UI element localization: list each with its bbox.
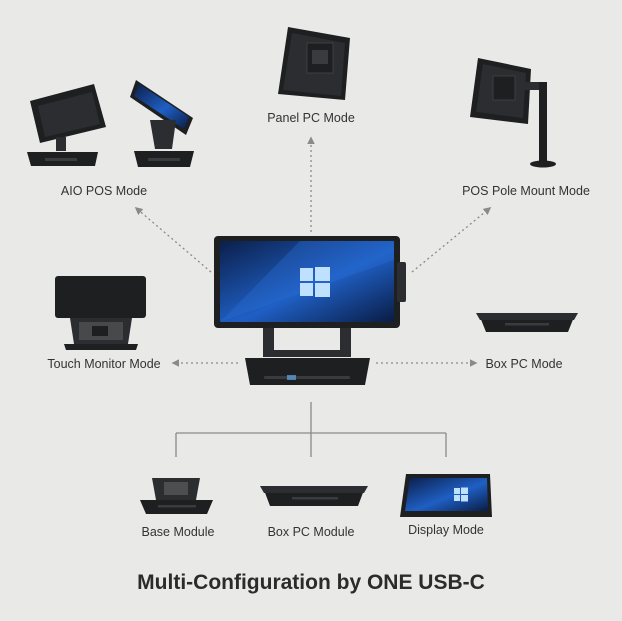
box-pc-module-label: Box PC Module (267, 525, 355, 539)
base-module-label: Base Module (141, 525, 215, 539)
panel-pc-device (278, 27, 350, 100)
display-mode-label: Display Mode (408, 523, 484, 537)
pos-pole-mount-mode-label: POS Pole Mount Mode (462, 184, 590, 198)
module-connector (175, 402, 447, 457)
panel-pc-mode-label: Panel PC Mode (267, 111, 355, 125)
display-mode-device (400, 474, 492, 517)
base-module-device (140, 478, 213, 514)
box-pc-mode-label: Box PC Mode (485, 357, 563, 371)
aio-pos-device-front (130, 80, 194, 167)
aio-pos-mode-label: AIO POS Mode (60, 184, 148, 198)
pos-pole-device (470, 58, 556, 168)
box-pc-module-device (260, 486, 368, 506)
arrow-to-pos-pole (411, 207, 492, 273)
box-pc-device (476, 313, 578, 332)
touch-monitor-mode-label: Touch Monitor Mode (47, 357, 161, 371)
diagram-title: Multi-Configuration by ONE USB-C (137, 571, 485, 594)
center-pos-device (214, 236, 406, 385)
aio-pos-device-back (27, 84, 106, 166)
touch-monitor-device (55, 276, 146, 350)
arrow-to-aio-pos (134, 206, 212, 273)
